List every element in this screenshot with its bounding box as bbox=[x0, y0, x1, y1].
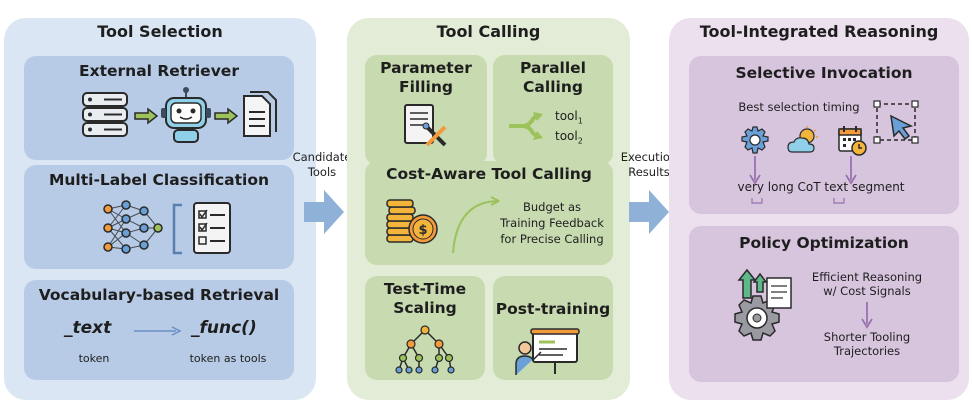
cost-aware-desc: Budget as Training Feedback for Precise … bbox=[493, 199, 611, 247]
selective-invocation-title: Selective Invocation bbox=[735, 64, 913, 82]
post-training-box: Post-training bbox=[493, 276, 613, 380]
selection-cursor-icon bbox=[873, 100, 919, 144]
tool-2-sub: 2 bbox=[577, 136, 583, 146]
execution-label-line1: Execution bbox=[620, 150, 678, 164]
vocab-retrieval-box: Vocabulary-based Retrieval _text _func()… bbox=[24, 280, 294, 380]
cost-aware-box: Cost-Aware Tool Calling $ Budget as Trai… bbox=[365, 161, 613, 265]
cost-aware-line2: Training Feedback bbox=[500, 216, 604, 230]
test-time-title: Test-Time Scaling bbox=[365, 280, 485, 318]
arrow-right-icon-3 bbox=[134, 326, 182, 336]
down-arrow-icon-1 bbox=[749, 156, 761, 185]
tool-1-sub: 1 bbox=[577, 116, 583, 126]
feedback-curve-icon bbox=[452, 196, 500, 254]
svg-text:$: $ bbox=[418, 223, 427, 238]
bracket-icon bbox=[172, 203, 182, 255]
shorter-line1: Shorter Tooling bbox=[823, 330, 911, 344]
test-time-line2: Scaling bbox=[393, 299, 457, 317]
parallel-calling-title: Parallel Calling bbox=[493, 59, 613, 97]
presentation-icon bbox=[515, 328, 580, 375]
multi-label-box: Multi-Label Classification bbox=[24, 165, 294, 269]
test-time-line1: Test-Time bbox=[383, 280, 467, 298]
tool-1-text: tool bbox=[555, 109, 578, 123]
parameter-filling-line1: Parameter bbox=[380, 59, 472, 77]
insert-bracket-1 bbox=[751, 198, 763, 204]
arrow-right-icon bbox=[134, 107, 159, 125]
tool-2-label: tool2 bbox=[555, 129, 583, 145]
big-arrow-1 bbox=[304, 190, 344, 234]
external-retriever-title: External Retriever bbox=[79, 62, 239, 80]
tool-selection-title: Tool Selection bbox=[97, 22, 223, 41]
selective-invocation-box: Selective Invocation Best selection timi… bbox=[689, 56, 959, 214]
parallel-calling-line2: Calling bbox=[523, 78, 583, 96]
gear-chart-icon bbox=[734, 268, 792, 341]
tree-icon bbox=[395, 325, 455, 374]
checklist-icon bbox=[193, 202, 231, 254]
execution-results-label: Execution Results bbox=[612, 150, 686, 180]
big-arrow-2 bbox=[629, 190, 669, 234]
documents-icon bbox=[243, 91, 277, 137]
cost-aware-line1: Budget as bbox=[522, 200, 582, 214]
robot-icon bbox=[161, 87, 211, 143]
tool-selection-panel: Tool Selection External Retriever bbox=[4, 18, 316, 400]
tir-title: Tool-Integrated Reasoning bbox=[699, 22, 939, 41]
policy-optimization-title: Policy Optimization bbox=[739, 234, 909, 252]
best-timing-label: Best selection timing bbox=[738, 100, 860, 114]
coins-icon: $ bbox=[386, 199, 438, 244]
parallel-calling-box: Parallel Calling tool1 tool2 bbox=[493, 55, 613, 165]
tool-calling-title: Tool Calling bbox=[436, 22, 541, 41]
candidate-tools-label: Candidate Tools bbox=[288, 150, 356, 180]
weather-icon bbox=[787, 126, 818, 153]
insert-bracket-2 bbox=[833, 198, 845, 204]
shorter-trajectories-label: Shorter Tooling Trajectories bbox=[807, 330, 927, 358]
shorter-line2: Trajectories bbox=[833, 344, 901, 358]
token-as-tools-label: token as tools bbox=[189, 352, 267, 365]
calendar-clock-icon bbox=[838, 126, 867, 156]
document-tools-icon bbox=[404, 104, 447, 147]
text-token: _text bbox=[64, 318, 112, 338]
test-time-box: Test-Time Scaling bbox=[365, 276, 485, 380]
multi-label-title: Multi-Label Classification bbox=[48, 171, 270, 189]
cost-aware-title: Cost-Aware Tool Calling bbox=[386, 165, 592, 183]
policy-optimization-box: Policy Optimization Efficient Reasoning … bbox=[689, 226, 959, 382]
execution-label-line2: Results bbox=[628, 165, 670, 179]
external-retriever-box: External Retriever bbox=[24, 56, 294, 160]
database-icon bbox=[82, 92, 128, 137]
efficient-reasoning-label: Efficient Reasoning w/ Cost Signals bbox=[807, 270, 927, 298]
efficient-line1: Efficient Reasoning bbox=[811, 270, 923, 284]
post-training-title: Post-training bbox=[495, 300, 611, 318]
func-token: _func() bbox=[191, 318, 257, 338]
neural-network-icon bbox=[103, 200, 163, 254]
candidate-label-line2: Tools bbox=[307, 165, 337, 179]
gear-icon bbox=[741, 126, 769, 154]
token-label: token bbox=[78, 352, 110, 365]
tool-calling-panel: Tool Calling Parameter Filling Parallel … bbox=[347, 18, 630, 400]
tool-2-text: tool bbox=[555, 129, 578, 143]
efficient-line2: w/ Cost Signals bbox=[823, 284, 911, 298]
vocab-retrieval-title: Vocabulary-based Retrieval bbox=[38, 286, 280, 304]
parameter-filling-title: Parameter Filling bbox=[365, 59, 487, 97]
arrow-right-icon-2 bbox=[214, 107, 239, 125]
tool-1-label: tool1 bbox=[555, 109, 583, 125]
parameter-filling-line2: Filling bbox=[399, 78, 453, 96]
tir-panel: Tool-Integrated Reasoning Selective Invo… bbox=[669, 18, 969, 400]
parameter-filling-box: Parameter Filling bbox=[365, 55, 487, 165]
cost-aware-line3: for Precise Calling bbox=[500, 232, 604, 246]
split-arrow-icon bbox=[509, 112, 543, 140]
candidate-label-line1: Candidate bbox=[292, 150, 352, 164]
parallel-calling-line1: Parallel bbox=[520, 59, 586, 77]
down-arrow-icon-2 bbox=[845, 156, 857, 185]
cot-segment-label: very long CoT text segment bbox=[737, 180, 905, 194]
down-arrow-icon-3 bbox=[861, 302, 873, 329]
